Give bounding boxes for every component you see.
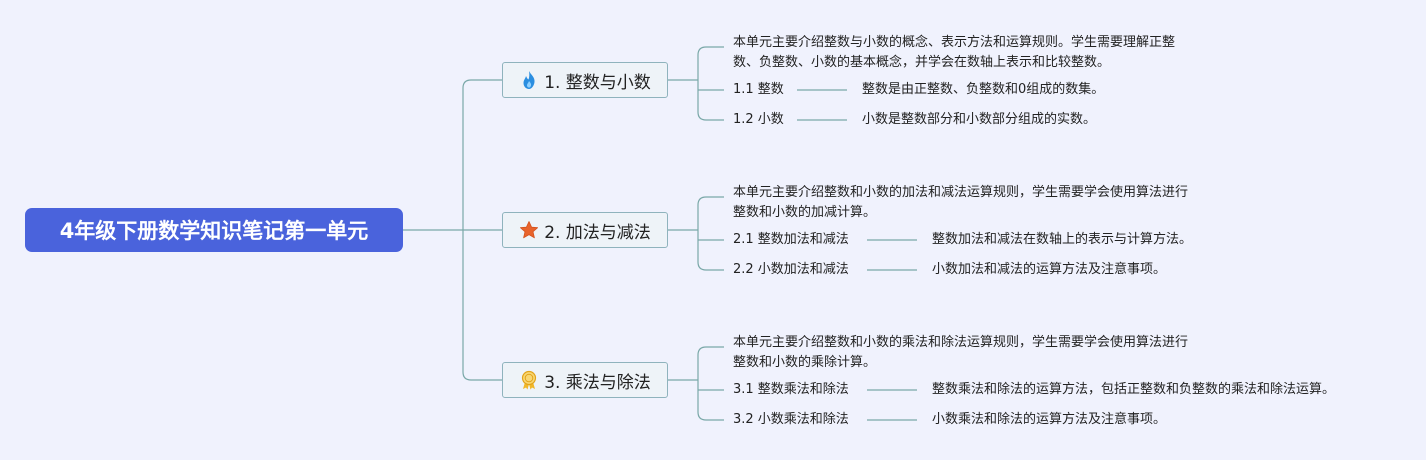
root-title: 4年级下册数学知识笔记第一单元 bbox=[59, 219, 369, 243]
branch3-item-lines bbox=[867, 389, 917, 421]
branch2-connectors bbox=[668, 196, 724, 271]
intro-line: 本单元主要介绍整数与小数的概念、表示方法和运算规则。学生需要理解正整 bbox=[733, 35, 1176, 50]
branch-node-addition-subtraction[interactable]: 2. 加法与减法 bbox=[502, 212, 668, 248]
branch-label: 1. 整数与小数 bbox=[544, 72, 651, 93]
branch1-item-lines bbox=[797, 89, 847, 121]
leaf-item-desc: 整数加法和减法在数轴上的表示与计算方法。 bbox=[932, 232, 1193, 247]
branch-intro: 本单元主要介绍整数和小数的加法和减法运算规则，学生需要学会使用算法进行 整数和小… bbox=[733, 183, 1233, 223]
intro-line: 整数和小数的加减计算。 bbox=[733, 205, 877, 220]
branch-node-multiplication-division[interactable]: 3. 乘法与除法 bbox=[502, 362, 668, 398]
intro-line: 本单元主要介绍整数和小数的加法和减法运算规则，学生需要学会使用算法进行 bbox=[733, 185, 1189, 200]
leaf-item-label[interactable]: 2.1 整数加法和减法 bbox=[733, 232, 849, 247]
branch-node-integers-decimals[interactable]: 1. 整数与小数 bbox=[502, 62, 668, 98]
root-node[interactable]: 4年级下册数学知识笔记第一单元 bbox=[25, 208, 403, 252]
branch-label: 2. 加法与减法 bbox=[544, 222, 651, 243]
leaf-item-desc: 整数乘法和除法的运算方法，包括正整数和负整数的乘法和除法运算。 bbox=[932, 382, 1336, 397]
intro-line: 本单元主要介绍整数和小数的乘法和除法运算规则，学生需要学会使用算法进行 bbox=[733, 335, 1189, 350]
intro-line: 整数和小数的乘除计算。 bbox=[733, 355, 877, 370]
leaf-item-desc: 小数乘法和除法的运算方法及注意事项。 bbox=[932, 412, 1167, 427]
branch-label: 3. 乘法与除法 bbox=[544, 372, 651, 393]
trunk-line bbox=[462, 79, 502, 381]
branch-intro: 本单元主要介绍整数与小数的概念、表示方法和运算规则。学生需要理解正整 数、负整数… bbox=[733, 33, 1233, 73]
leaf-item-desc: 小数是整数部分和小数部分组成的实数。 bbox=[862, 112, 1097, 127]
branch3-connectors bbox=[668, 346, 724, 421]
fire-icon bbox=[519, 70, 539, 90]
branch1-connectors bbox=[668, 46, 724, 121]
leaf-item-label[interactable]: 1.2 小数 bbox=[733, 112, 784, 127]
leaf-item-desc: 整数是由正整数、负整数和0组成的数集。 bbox=[862, 82, 1105, 97]
medal-icon bbox=[519, 370, 539, 390]
intro-line: 数、负整数、小数的基本概念，并学会在数轴上表示和比较整数。 bbox=[733, 55, 1111, 70]
leaf-item-label[interactable]: 2.2 小数加法和减法 bbox=[733, 262, 849, 277]
leaf-item-label[interactable]: 3.2 小数乘法和除法 bbox=[733, 412, 849, 427]
leaf-item-desc: 小数加法和减法的运算方法及注意事项。 bbox=[932, 262, 1167, 277]
star-icon bbox=[519, 220, 539, 240]
leaf-item-label[interactable]: 3.1 整数乘法和除法 bbox=[733, 382, 849, 397]
branch2-item-lines bbox=[867, 239, 917, 271]
branch-intro: 本单元主要介绍整数和小数的乘法和除法运算规则，学生需要学会使用算法进行 整数和小… bbox=[733, 333, 1233, 373]
leaf-item-label[interactable]: 1.1 整数 bbox=[733, 82, 784, 97]
